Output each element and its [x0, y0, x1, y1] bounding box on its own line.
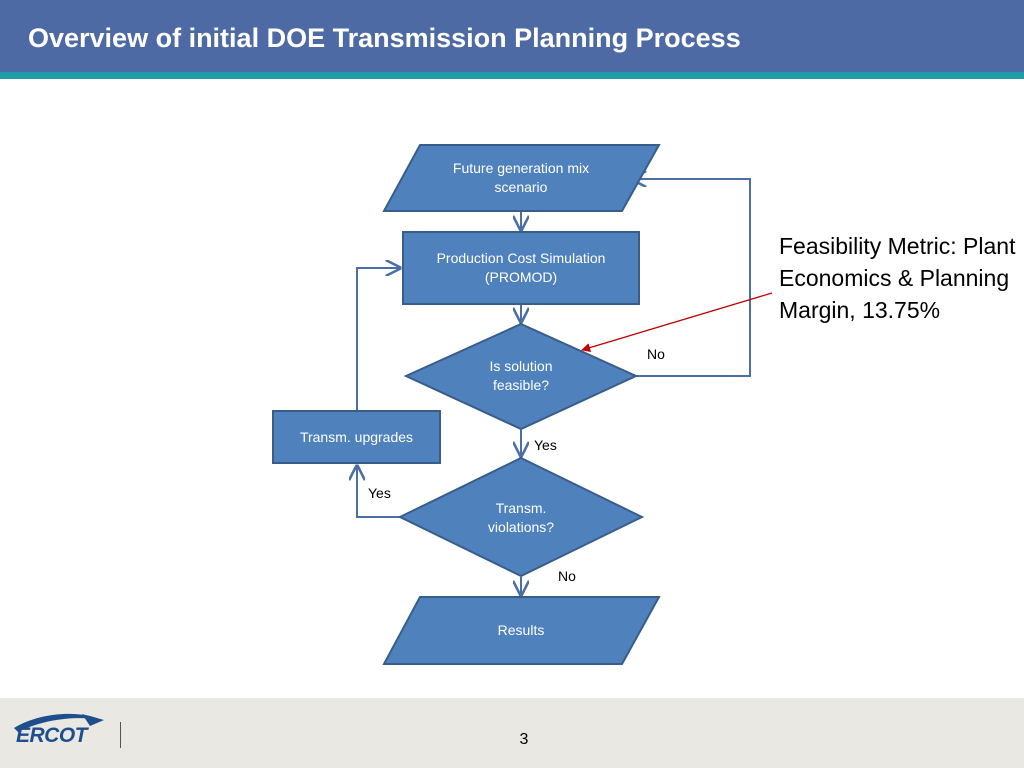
page-number: 3 — [519, 731, 529, 748]
node-results — [382, 596, 661, 665]
edge-label-feasible-yes: Yes — [534, 437, 557, 453]
flowchart-nodes — [272, 144, 661, 665]
edge-upgrades-to-production — [356, 268, 400, 410]
connectors — [356, 179, 751, 595]
node-label-transm-violations: Transm. violations? — [487, 500, 555, 535]
node-future-generation — [382, 144, 661, 212]
node-transm-violations — [397, 456, 645, 578]
footer-bar — [0, 698, 1024, 768]
header-bar — [0, 0, 1024, 72]
node-label-future-generation: Future generation mix scenario — [452, 160, 590, 195]
feasibility-metric-callout: Feasibility Metric: Plant Economics & Pl… — [779, 233, 1016, 323]
slide-title: Overview of initial DOE Transmission Pla… — [28, 23, 741, 53]
ercot-logo-text: ERCOT — [16, 724, 88, 747]
node-production-cost — [402, 231, 640, 305]
node-label-production-cost: Production Cost Simulation (PROMOD) — [436, 250, 606, 285]
edge-label-violations-no: No — [558, 568, 576, 584]
node-is-feasible — [403, 322, 639, 431]
callout-arrow — [581, 292, 773, 353]
ercot-logo-swoosh — [14, 713, 104, 732]
edge-feasible-no-loop — [632, 179, 751, 377]
edge-violations-yes — [357, 466, 405, 518]
node-label-results: Results — [497, 621, 545, 638]
flowchart — [272, 144, 773, 665]
edge-label-feasible-no: No — [647, 346, 665, 362]
node-label-is-feasible: Is solution feasible? — [489, 358, 553, 393]
header-stripe — [0, 72, 1024, 79]
node-label-transm-upgrades: Transm. upgrades — [299, 428, 414, 445]
node-transm-upgrades — [272, 410, 441, 464]
logo-divider — [120, 722, 121, 748]
edge-label-violations-yes: Yes — [368, 485, 391, 501]
